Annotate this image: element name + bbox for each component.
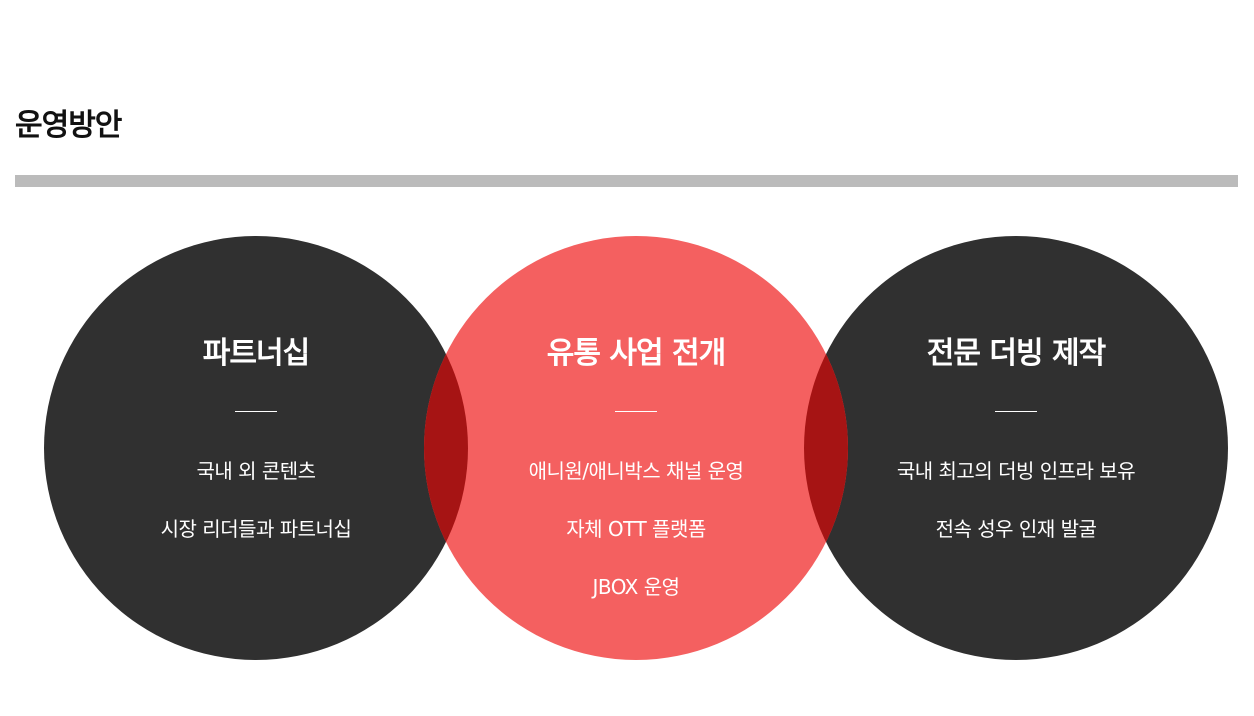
partnership-rule <box>235 411 277 412</box>
circle-partnership <box>44 236 468 660</box>
list-item: 자체 OTT 플랫폼 <box>566 517 706 541</box>
partnership-heading: 파트너십 <box>202 336 310 371</box>
partnership-items: 국내 외 콘텐츠 시장 리더들과 파트너십 <box>44 458 468 574</box>
list-item: 국내 최고의 더빙 인프라 보유 <box>896 459 1136 483</box>
circle-distribution <box>424 236 848 660</box>
list-item: 전속 성우 인재 발굴 <box>935 517 1097 541</box>
dubbing-heading: 전문 더빙 제작 <box>926 336 1107 371</box>
dubbing-rule <box>995 411 1037 412</box>
distribution-content: 유통 사업 전개 애니원/애니박스 채널 운영 자체 OTT 플랫폼 JBOX … <box>424 236 848 660</box>
distribution-heading: 유통 사업 전개 <box>546 336 727 371</box>
list-item: 시장 리더들과 파트너십 <box>160 517 352 541</box>
circle-dubbing <box>804 236 1228 660</box>
list-item: JBOX 운영 <box>592 575 680 599</box>
partnership-content: 파트너십 국내 외 콘텐츠 시장 리더들과 파트너십 <box>44 236 468 660</box>
dubbing-content: 전문 더빙 제작 국내 최고의 더빙 인프라 보유 전속 성우 인재 발굴 <box>804 236 1228 660</box>
distribution-rule <box>615 411 657 412</box>
list-item: 국내 외 콘텐츠 <box>196 459 316 483</box>
list-item: 애니원/애니박스 채널 운영 <box>528 459 744 483</box>
distribution-items: 애니원/애니박스 채널 운영 자체 OTT 플랫폼 JBOX 운영 <box>424 458 848 632</box>
page-title: 운영방안 <box>15 108 122 143</box>
title-divider <box>15 175 1238 187</box>
dubbing-items: 국내 최고의 더빙 인프라 보유 전속 성우 인재 발굴 <box>804 458 1228 574</box>
